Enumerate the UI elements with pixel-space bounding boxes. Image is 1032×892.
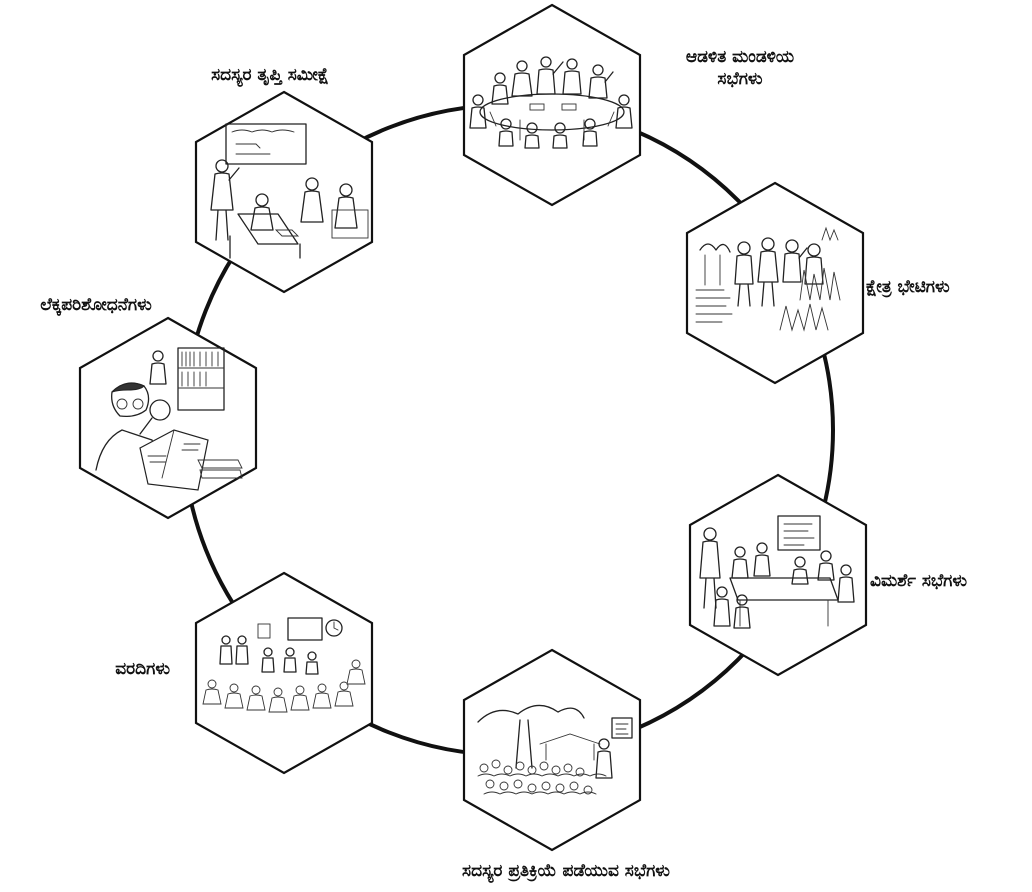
hexagon-member-satisfaction-survey — [196, 92, 372, 292]
stage-label-member-satisfaction-survey: ಸದಸ್ಯರ ತೃಪ್ತಿ ಸಮೀಕ್ಷೆ — [211, 64, 329, 86]
hexagon-audits — [80, 318, 256, 518]
stage-label-reports-line-1: ವರದಿಗಳು — [115, 658, 170, 680]
stage-label-board-meetings-line-2: ಸಭೆಗಳು — [686, 68, 794, 90]
hexagon-field-visits — [687, 183, 863, 383]
stage-label-audits-line-1: ಲೆಕ್ಕಪರಿಶೋಧನೆಗಳು — [40, 294, 152, 316]
hexagon-member-feedback-meetings — [464, 650, 640, 850]
stage-label-reports: ವರದಿಗಳು — [115, 658, 170, 680]
stage-label-field-visits-line-1: ಕ್ಷೇತ್ರ ಭೇಟಿಗಳು — [866, 276, 950, 298]
stage-label-review-meetings: ವಿಮರ್ಶೆ ಸಭೆಗಳು — [870, 570, 967, 592]
stage-label-review-meetings-line-1: ವಿಮರ್ಶೆ ಸಭೆಗಳು — [870, 570, 967, 592]
hexagon-board-meetings — [464, 5, 640, 205]
stage-label-member-satisfaction-survey-line-1: ಸದಸ್ಯರ ತೃಪ್ತಿ ಸಮೀಕ್ಷೆ — [211, 64, 329, 86]
stage-label-member-feedback-meetings-line-1: ಸದಸ್ಯರ ಪ್ರತಿಕ್ರಿಯೆ ಪಡೆಯುವ ಸಭೆಗಳು — [462, 860, 670, 882]
hexagon-review-meetings — [690, 475, 866, 675]
stage-label-board-meetings: ಆಡಳಿತ ಮಂಡಳಿಯ ಸಭೆಗಳು — [686, 46, 794, 90]
stage-label-board-meetings-line-1: ಆಡಳಿತ ಮಂಡಳಿಯ — [686, 46, 794, 68]
stage-label-field-visits: ಕ್ಷೇತ್ರ ಭೇಟಿಗಳು — [866, 276, 950, 298]
hexagon-reports — [196, 573, 372, 773]
stage-label-audits: ಲೆಕ್ಕಪರಿಶೋಧನೆಗಳು — [40, 294, 152, 316]
stage-label-member-feedback-meetings: ಸದಸ್ಯರ ಪ್ರತಿಕ್ರಿಯೆ ಪಡೆಯುವ ಸಭೆಗಳು — [462, 860, 670, 882]
